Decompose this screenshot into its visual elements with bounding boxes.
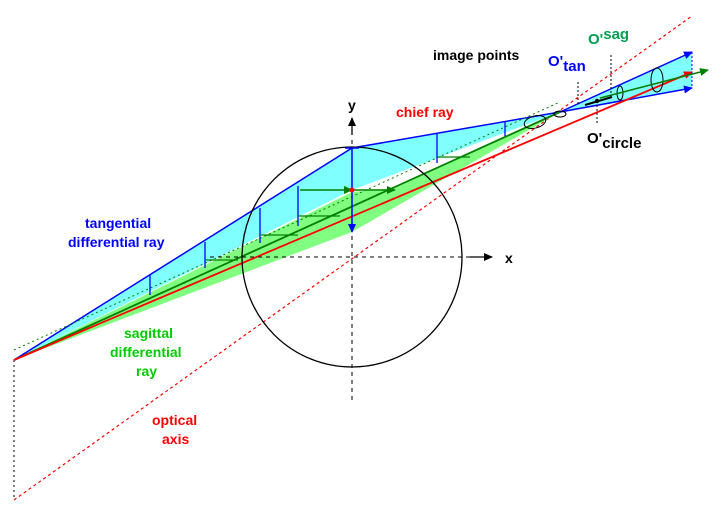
chief-ray-label: chief ray [396, 104, 454, 120]
sagittal-label-1: sagittal [124, 325, 173, 341]
y-axis-label: y [348, 97, 356, 113]
tangential-upper-ray-ext [559, 51, 693, 113]
o-circle-label: O'circle [587, 130, 641, 152]
image-ellipse-4 [650, 67, 664, 93]
image-ellipse-1 [523, 115, 547, 129]
o-tan-label: O'tan [548, 53, 586, 75]
optical-axis-label-2: axis [162, 431, 189, 447]
optical-axis-label-1: optical [152, 412, 197, 428]
tangential-label-2: differential ray [68, 234, 165, 250]
sagittal-edge-ray [13, 111, 561, 361]
x-axis-label: x [505, 250, 513, 266]
image-points-label: image points [433, 47, 520, 63]
sagittal-label-3: ray [136, 363, 157, 379]
optical-axis-line [13, 15, 693, 501]
image-point-dot [594, 98, 600, 104]
tangential-segments [149, 121, 506, 295]
image-ellipse-2 [553, 110, 567, 118]
chief-ray-point [349, 187, 355, 193]
sagittal-label-2: differential [110, 344, 182, 360]
tangential-label-1: tangential [85, 215, 151, 231]
o-sag-label: O'sag [588, 26, 629, 48]
sagittal-image-arrow [599, 68, 709, 99]
chief-ray [13, 71, 693, 361]
sagittal-segments [205, 156, 470, 261]
